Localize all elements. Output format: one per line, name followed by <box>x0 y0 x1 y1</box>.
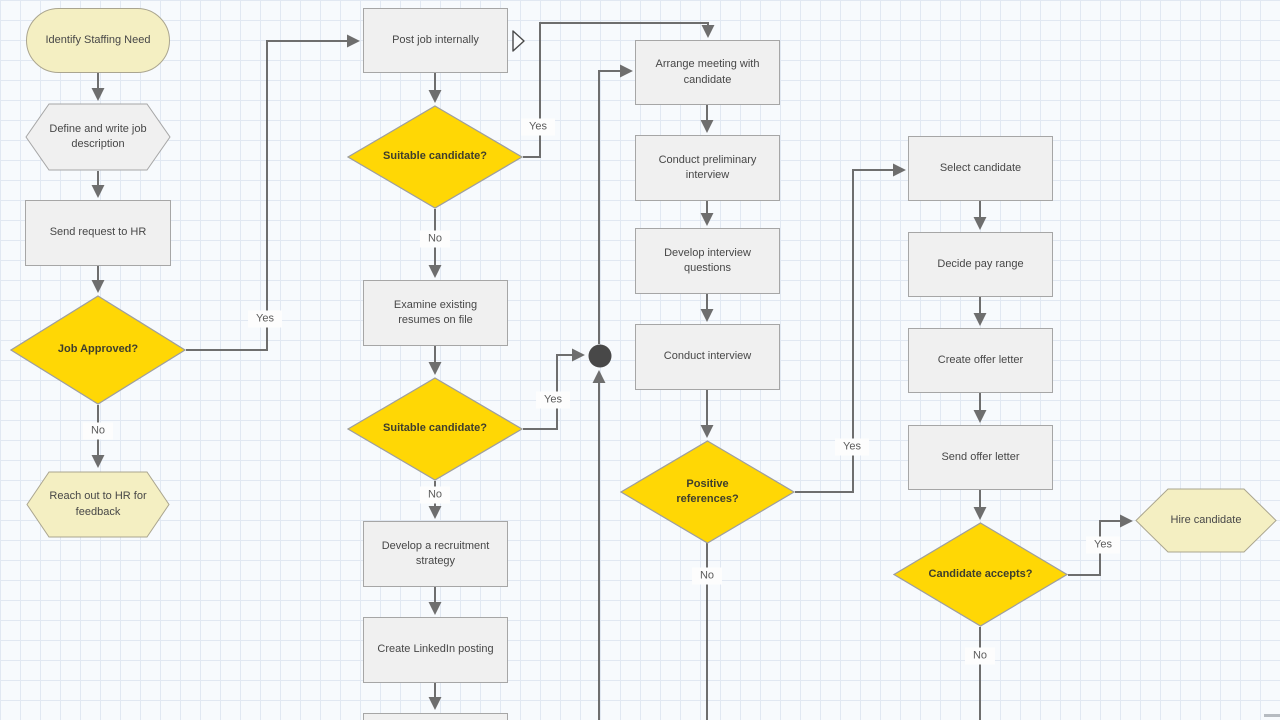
node-positive-references[interactable]: Positive references? <box>620 440 795 544</box>
node-label: Hire candidate <box>1170 513 1242 526</box>
node-label: Post job internally <box>392 33 479 46</box>
node-label: Create LinkedIn posting <box>377 643 494 656</box>
node-label: Define and write job description <box>49 122 147 150</box>
node-arrange-meeting[interactable]: Arrange meeting with candidate <box>635 40 780 105</box>
hexagon-shape <box>26 471 170 538</box>
diamond-shape <box>10 295 186 405</box>
node-label: Develop a recruitment strategy <box>381 539 490 567</box>
node-conduct-interview[interactable]: Conduct interview <box>635 324 780 390</box>
edge-label-job-approved-yes[interactable]: Yes <box>248 310 282 328</box>
node-send-offer-letter[interactable]: Send offer letter <box>908 425 1053 490</box>
diamond-shape <box>893 522 1068 627</box>
edge-label-suitable1-yes[interactable]: Yes <box>521 118 555 136</box>
connector-junction-to-arrange[interactable] <box>598 64 633 344</box>
node-label: Create offer letter <box>937 353 1024 366</box>
partial-shape-corner <box>1264 714 1280 717</box>
node-label: Suitable candidate? <box>383 150 487 163</box>
node-reach-out-to-hr[interactable]: Reach out to HR for feedback <box>26 471 170 538</box>
hexagon-shape <box>1135 488 1277 553</box>
node-label: Reach out to HR for feedback <box>49 490 147 518</box>
connection-arrow-icon <box>512 30 525 52</box>
node-label: Positive references? <box>676 477 739 505</box>
node-label: Decide pay range <box>937 257 1024 270</box>
junction-node[interactable] <box>588 344 612 368</box>
node-suitable-candidate-2[interactable]: Suitable candidate? <box>347 377 523 481</box>
node-define-write-job-description[interactable]: Define and write job description <box>25 103 171 171</box>
node-label: Conduct interview <box>663 350 752 363</box>
edge-label-accepts-no[interactable]: No <box>964 647 996 665</box>
diamond-shape <box>347 377 523 481</box>
connector-suitable1-yes[interactable] <box>523 22 715 158</box>
node-label: Job Approved? <box>57 343 139 356</box>
node-label: Arrange meeting with candidate <box>655 58 760 86</box>
node-examine-existing-resumes[interactable]: Examine existing resumes on file <box>363 280 508 346</box>
node-send-request-to-hr[interactable]: Send request to HR <box>25 200 171 266</box>
node-select-candidate[interactable]: Select candidate <box>908 136 1053 201</box>
diamond-shape <box>620 440 795 544</box>
node-label: Send offer letter <box>941 450 1020 463</box>
node-label: Suitable candidate? <box>383 422 487 435</box>
node-label: Candidate accepts? <box>928 567 1033 580</box>
edge-label-suitable2-no[interactable]: No <box>419 486 451 504</box>
connector-job-approved-yes[interactable] <box>186 34 360 351</box>
edge-label-accepts-yes[interactable]: Yes <box>1086 536 1120 554</box>
edge-label-references-no[interactable]: No <box>691 567 723 585</box>
node-suitable-candidate-1[interactable]: Suitable candidate? <box>347 105 523 209</box>
node-develop-interview-questions[interactable]: Develop interview questions <box>635 228 780 294</box>
node-candidate-accepts[interactable]: Candidate accepts? <box>893 522 1068 627</box>
edge-label-suitable1-no[interactable]: No <box>419 230 451 248</box>
connector-references-yes[interactable] <box>795 163 906 493</box>
node-conduct-preliminary-interview[interactable]: Conduct preliminary interview <box>635 135 780 201</box>
edge-label-job-approved-no[interactable]: No <box>82 422 114 440</box>
node-label: Identify Staffing Need <box>45 33 151 46</box>
node-label: Select candidate <box>939 161 1022 174</box>
node-label: Develop interview questions <box>664 246 751 274</box>
diamond-shape <box>347 105 523 209</box>
node-hire-candidate[interactable]: Hire candidate <box>1135 488 1277 553</box>
node-develop-recruitment-strategy[interactable]: Develop a recruitment strategy <box>363 521 508 587</box>
hexagon-shape <box>25 103 171 171</box>
node-label: Conduct preliminary interview <box>658 153 757 181</box>
node-offscreen-bottom[interactable] <box>363 713 508 720</box>
node-create-linkedin-posting[interactable]: Create LinkedIn posting <box>363 617 508 683</box>
node-label: Examine existing resumes on file <box>393 298 478 326</box>
node-post-job-internally[interactable]: Post job internally <box>363 8 508 73</box>
node-job-approved[interactable]: Job Approved? <box>10 295 186 405</box>
edge-label-suitable2-yes[interactable]: Yes <box>536 391 570 409</box>
edge-label-references-yes[interactable]: Yes <box>835 438 869 456</box>
node-label: Send request to HR <box>49 226 147 239</box>
node-identify-staffing-need[interactable]: Identify Staffing Need <box>26 8 170 73</box>
node-create-offer-letter[interactable]: Create offer letter <box>908 328 1053 393</box>
node-decide-pay-range[interactable]: Decide pay range <box>908 232 1053 297</box>
